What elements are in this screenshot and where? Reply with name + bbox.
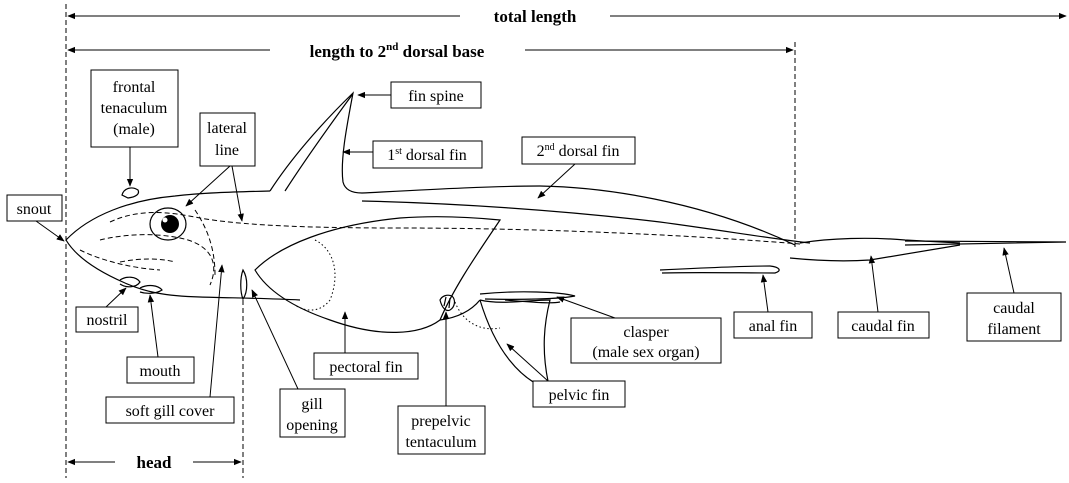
svg-text:clasper: clasper	[623, 324, 669, 341]
label-fin-spine: fin spine	[358, 82, 481, 108]
svg-text:caudal: caudal	[993, 300, 1035, 317]
label-caudal-filament: caudal filament	[967, 248, 1061, 341]
pectoral-fin-shape	[255, 217, 500, 333]
second-dorsal-fin-shape	[362, 186, 795, 245]
head-label: head	[137, 453, 173, 472]
caudal-fin-lower	[790, 245, 960, 261]
svg-text:tenaculum: tenaculum	[101, 100, 168, 117]
svg-text:nostril: nostril	[87, 312, 128, 329]
label-clasper: clasper (male sex organ)	[557, 297, 721, 363]
svg-text:(male sex organ): (male sex organ)	[592, 344, 699, 361]
svg-text:soft gill cover: soft gill cover	[126, 403, 216, 420]
pelvic-fin-shape	[480, 300, 550, 390]
gill-opening-shape	[241, 270, 247, 299]
frontal-tenaculum-shape	[122, 188, 139, 198]
length-2nd-dorsal-label: length to 2nd dorsal base	[310, 41, 485, 61]
label-pectoral-fin: pectoral fin	[314, 312, 418, 379]
svg-text:filament: filament	[987, 321, 1041, 338]
pectoral-fin-base	[295, 240, 335, 310]
label-anal-fin: anal fin	[734, 275, 812, 338]
label-caudal-fin: caudal fin	[838, 256, 929, 338]
svg-text:(male): (male)	[113, 121, 155, 138]
svg-text:lateral: lateral	[207, 120, 248, 137]
svg-text:pectoral fin: pectoral fin	[329, 359, 402, 376]
svg-text:caudal fin: caudal fin	[851, 318, 915, 335]
caudal-filament-shape	[905, 241, 1066, 245]
total-length-label: total length	[494, 7, 577, 26]
pelvic-fin-base	[455, 302, 500, 329]
label-first-dorsal-fin: 1st dorsal fin	[343, 141, 482, 168]
svg-text:prepelvic: prepelvic	[411, 413, 471, 430]
svg-text:anal fin: anal fin	[749, 318, 797, 335]
label-nostril: nostril	[76, 288, 138, 332]
svg-text:snout: snout	[17, 201, 52, 218]
svg-text:pelvic fin: pelvic fin	[549, 387, 610, 404]
svg-text:frontal: frontal	[113, 79, 156, 96]
prepelvic-tentaculum-shape	[440, 295, 454, 310]
label-prepelvic-tentaculum: prepelvic tentaculum	[398, 312, 485, 454]
svg-text:opening: opening	[286, 417, 338, 434]
label-frontal-tenaculum: frontal tenaculum (male)	[91, 70, 178, 186]
svg-text:gill: gill	[301, 396, 323, 413]
label-second-dorsal-fin: 2nd dorsal fin	[522, 137, 635, 198]
label-lateral-line: lateral line	[186, 113, 255, 221]
svg-text:line: line	[215, 142, 239, 159]
label-snout: snout	[7, 195, 64, 241]
svg-text:mouth: mouth	[140, 363, 181, 380]
first-dorsal-fin-shape	[270, 93, 362, 193]
svg-text:tentaculum: tentaculum	[405, 434, 477, 451]
svg-text:fin spine: fin spine	[408, 88, 464, 105]
anal-fin-shape	[660, 266, 779, 273]
